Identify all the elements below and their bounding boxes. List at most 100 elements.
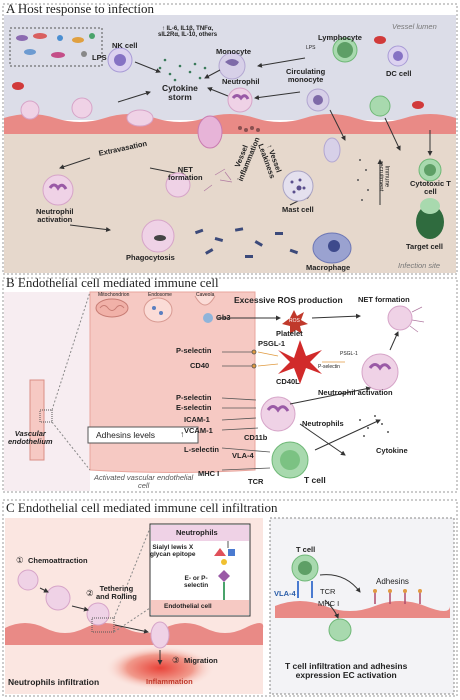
panel-c: [2, 499, 458, 697]
step1-marker: ①: [16, 555, 24, 565]
panel-b-left-bg: [4, 292, 90, 491]
platelet: [278, 340, 322, 384]
e-or-p-selectin-label: E- or P- selectin: [184, 575, 209, 589]
tcr-b-label: TCR: [248, 477, 264, 486]
neutrophil-c1: [17, 569, 39, 591]
neutrophils-b: [260, 396, 296, 432]
cytokine-particles: [158, 58, 207, 82]
net-strands: [203, 168, 233, 192]
cytokine-b-label: Cytokine: [376, 446, 408, 455]
net-cell: [165, 172, 191, 198]
adhesins-up-arrow: ↑: [180, 429, 185, 439]
caveola: [194, 295, 216, 306]
vascular-endothelium-label: Vascular endothelium: [8, 429, 53, 446]
vla4-c-label: VLA-4: [274, 589, 296, 598]
rolling-neutrophil: [20, 100, 40, 120]
psgl1-left-label: PSGL-1: [258, 339, 286, 348]
red-blood-cell: [374, 36, 386, 44]
mitochondrion: [95, 298, 129, 318]
endothelial-cell-label: Endothelial cell: [164, 603, 212, 610]
adhesins-levels-label: Adhesins levels: [96, 430, 156, 440]
rolling-neutrophil: [71, 97, 93, 119]
inset-neutrophil-membrane: [151, 525, 249, 541]
e-selectin-label: E-selectin: [176, 403, 212, 412]
migrating-neutrophil: [150, 621, 170, 649]
panel-a-title: A Host response to infection: [6, 1, 155, 16]
panel-c-title: C Endothelial cell mediated immune cell …: [6, 500, 278, 515]
monocyte: [218, 52, 246, 80]
p-selectin-small-label: P-selectin: [318, 364, 340, 370]
inset-endothelial-membrane: [151, 600, 249, 615]
mhc1-b-label: MHC I: [198, 469, 220, 478]
caveola-label: Caveola: [196, 292, 215, 298]
macrophage-label: Macrophage: [306, 263, 351, 272]
bacteria-icons: [16, 33, 95, 58]
net-formation-label: NET formation: [168, 165, 203, 182]
platelet-label: Platelet: [276, 329, 303, 338]
receptors-middle: [221, 397, 259, 431]
receptors-lower: [221, 447, 271, 471]
vcam1-label: VCAM-1: [184, 426, 213, 435]
sialyl-triangle-icon: [214, 548, 226, 556]
sialyl-label: Sialyl lewis X glycan epitope: [150, 544, 196, 558]
chemoattraction-label: Chemoattraction: [28, 556, 88, 565]
lps-box: [9, 27, 103, 67]
lps-label: LPS: [92, 53, 107, 62]
p-selectin-1-label: P-selectin: [176, 346, 212, 355]
vessel-debris: [238, 126, 260, 132]
cd11b-label: CD11b: [244, 433, 268, 442]
gb3-icon: [203, 313, 213, 323]
mitochondrion-label: Mitochondrion: [98, 292, 130, 298]
circulating-monocyte-label: Circulating monocyte: [286, 67, 326, 84]
net-formation-b-label: NET formation: [358, 295, 410, 304]
neutrophil-activation-b-label: Neutrophil activation: [318, 388, 393, 397]
extravasating-monocyte: [323, 137, 341, 163]
infection-site-area: [4, 134, 456, 273]
adhesin-molecules: [374, 592, 421, 604]
phagocytosis-label: Phagocytosis: [126, 253, 175, 262]
vascular-tube: [29, 379, 45, 461]
sialyl-square-icon: [228, 549, 235, 556]
mast-cell-label: Mast cell: [282, 205, 314, 214]
adhered-neutrophil: [126, 109, 154, 127]
t-cell: [369, 95, 391, 117]
migration-label: Migration: [184, 656, 218, 665]
cytokine-dots-b: [359, 415, 389, 437]
t-cell-infiltration-label: T cell infiltration and adhesins express…: [285, 661, 408, 680]
nk-cell-label: NK cell: [112, 41, 138, 50]
activated-neutrophil: [361, 353, 399, 391]
inflammation-glow: [105, 646, 215, 690]
net-cell-b: [387, 305, 413, 331]
cd40-label: CD40: [190, 361, 210, 370]
cytotoxic-t-cell-label: Cytotoxic T cell: [410, 179, 451, 196]
receptors-upper: [222, 349, 345, 369]
cytokine-list-label: ↑ IL-6, IL1β, TNFα, sIL2Rα, IL-10, other…: [158, 26, 218, 39]
neutrophil-c3: [86, 602, 110, 626]
lps-small-label: LPS: [306, 45, 316, 51]
cytokine-storm-label: Cytokine storm: [162, 83, 198, 102]
target-cell-label: Target cell: [406, 242, 443, 251]
gb3-label: Gb3: [216, 313, 231, 322]
sialyl-circle-icon: [221, 559, 227, 565]
step3-marker: ③: [172, 655, 180, 665]
inflammation-label: Inflammation: [146, 677, 193, 686]
t-cell-c-label: T cell: [296, 545, 316, 554]
endosome-label: Endosome: [148, 292, 172, 298]
activated-ec-label: Activated vascular endothelial cell: [94, 473, 194, 490]
ros-burst-icon: [282, 310, 308, 334]
vessel-lumen-label: Vessel lumen: [392, 22, 437, 31]
lymphocyte-label: Lymphocyte: [318, 33, 362, 42]
panel-b-title: B Endothelial cell mediated immune cell: [6, 275, 219, 290]
monocyte-label: Monocyte: [216, 47, 252, 56]
infection-site-label: Infection site: [398, 261, 441, 270]
panel-b: [2, 277, 458, 493]
p-selectin-2-label: P-selectin: [176, 393, 212, 402]
tissue-bacteria: [194, 227, 299, 258]
vessel-wall: [4, 114, 456, 134]
cd40l-label: CD40L: [276, 377, 300, 386]
step2-marker: ②: [86, 588, 94, 598]
red-blood-cell: [412, 101, 424, 109]
vla4-b-label: VLA-4: [232, 451, 254, 460]
